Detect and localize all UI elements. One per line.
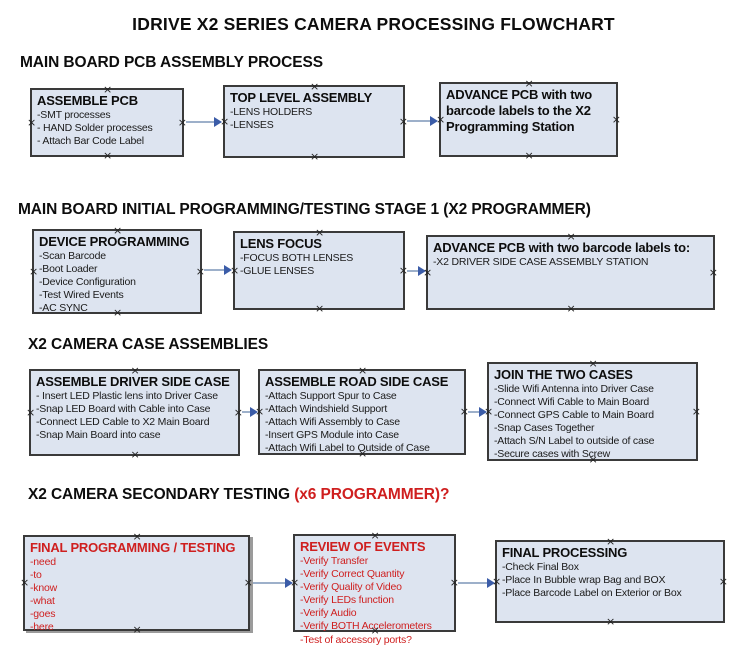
box-assemble-driver-side-case: × × × × ASSEMBLE DRIVER SIDE CASE - Inse…	[26, 365, 243, 460]
flow-arrow	[407, 116, 438, 126]
connector-handle-icon: ×	[20, 576, 30, 589]
connector-handle-icon: ×	[606, 615, 616, 628]
connector-handle-icon: ×	[310, 150, 320, 163]
box-advance-pcb-driver-side: × × × × ADVANCE PCB with two barcode lab…	[423, 231, 718, 314]
connector-handle-icon: ×	[103, 149, 113, 162]
connector-handle-icon: ×	[27, 115, 37, 129]
box-item: -Scan Barcode	[39, 249, 106, 262]
connector-handle-icon: ×	[315, 302, 325, 315]
box-item: - Insert LED Plastic lens into Driver Ca…	[36, 389, 218, 402]
box-item: -Insert GPS Module into Case	[265, 429, 399, 442]
box-title: ADVANCE PCB with two barcode labels to:	[433, 240, 691, 255]
box-title: ASSEMBLE PCB	[37, 93, 138, 108]
section-heading-secondary-testing: X2 CAMERA SECONDARY TESTING (x6 PROGRAMM…	[28, 486, 449, 504]
box-item: -Snap Main Board into case	[36, 429, 161, 442]
flow-arrow	[204, 265, 232, 275]
box-item: -Test Wired Events	[39, 289, 124, 302]
box-item: -Verify BOTH Accelerometers	[300, 620, 432, 633]
section-heading-pcb-assembly: MAIN BOARD PCB ASSEMBLY PROCESS	[20, 54, 323, 71]
flow-arrow	[468, 407, 487, 417]
connector-handle-icon: ×	[691, 404, 701, 418]
box-item: -LENS HOLDERS	[230, 105, 313, 118]
box-title: DEVICE PROGRAMMING	[39, 234, 190, 249]
box-item: -Attach Windshield Support	[265, 402, 388, 415]
box-item: -Connect GPS Cable to Main Board	[494, 409, 654, 422]
box-item: -Check Final Box	[502, 560, 579, 573]
section-heading-initial-programming: MAIN BOARD INITIAL PROGRAMMING/TESTING S…	[18, 201, 591, 218]
box-item: -GLUE LENSES	[240, 264, 315, 277]
box-final-programming-testing: × × × × FINAL PROGRAMMING / TESTING -nee…	[20, 531, 253, 635]
box-item: -Device Configuration	[39, 276, 136, 289]
box-join-the-two-cases: × × × × JOIN THE TWO CASES -Slide Wifi A…	[484, 358, 701, 465]
section-heading-red-suffix: (x6 PROGRAMMER)?	[294, 486, 450, 503]
flow-arrow	[407, 266, 426, 276]
box-item: -Verify Transfer	[300, 554, 368, 567]
box-item: -Test of accessory ports?	[300, 633, 412, 646]
connector-handle-icon: ×	[718, 574, 728, 588]
connector-handle-icon: ×	[243, 576, 253, 589]
connector-handle-icon: ×	[524, 149, 534, 162]
box-item: -Connect LED Cable to X2 Main Board	[36, 416, 210, 429]
box-item: -need	[30, 555, 56, 568]
box-title: REVIEW OF EVENTS	[300, 539, 426, 554]
box-item: - HAND Solder processes	[37, 121, 153, 134]
section-heading-case-assemblies: X2 CAMERA CASE ASSEMBLIES	[28, 336, 269, 353]
box-item: -what	[30, 595, 55, 608]
flow-arrow	[242, 407, 258, 417]
box-item: -here	[30, 621, 54, 634]
box-assemble-road-side-case: × × × × ASSEMBLE ROAD SIDE CASE -Attach …	[255, 365, 469, 459]
box-item: -Attach Wifi Assembly to Case	[265, 416, 400, 429]
flowchart-title: IDRIVE X2 SERIES CAMERA PROCESSING FLOWC…	[132, 14, 615, 34]
box-review-of-events: × × × × REVIEW OF EVENTS -Verify Transfe…	[290, 530, 459, 646]
box-item: -Place In Bubble wrap Bag and BOX	[502, 573, 666, 586]
box-item: - Attach Bar Code Label	[37, 135, 144, 148]
box-device-programming: × × × × DEVICE PROGRAMMING -Scan Barcode…	[29, 225, 205, 318]
box-item: -Attach S/N Label to outside of case	[494, 435, 655, 448]
box-item: -Attach Wifi Label to Outside of Case	[265, 442, 430, 455]
box-item: -SMT processes	[37, 108, 111, 121]
box-item: -FOCUS BOTH LENSES	[240, 251, 354, 264]
box-title: TOP LEVEL ASSEMBLY	[230, 90, 373, 105]
box-item: -Verify Audio	[300, 607, 357, 620]
box-item: -Attach Support Spur to Case	[265, 389, 397, 402]
box-item: -Connect Wifi Cable to Main Board	[494, 395, 650, 408]
box-item: -Slide Wifi Antenna into Driver Case	[494, 382, 654, 395]
box-item: -Snap Cases Together	[494, 422, 595, 435]
connector-handle-icon: ×	[708, 265, 718, 279]
flow-arrow	[186, 117, 222, 127]
section-heading-text: X2 CAMERA SECONDARY TESTING	[28, 486, 295, 503]
box-title: FINAL PROCESSING	[502, 545, 628, 560]
box-top-level-assembly: × × × × TOP LEVEL ASSEMBLY -LENS HOLDERS…	[220, 81, 408, 162]
box-item: -AC SYNC	[39, 302, 88, 315]
box-advance-pcb-programming-station: × × × × ADVANCE PCB with two barcode lab…	[436, 78, 621, 161]
box-title: JOIN THE TWO CASES	[494, 367, 633, 382]
box-item: -Verify Correct Quantity	[300, 567, 405, 580]
box-item: -goes	[30, 608, 56, 621]
connector-handle-icon: ×	[26, 405, 36, 419]
box-item: -Verify Quality of Video	[300, 581, 402, 594]
flow-arrow	[458, 578, 495, 588]
connector-handle-icon: ×	[29, 264, 39, 278]
box-title: ADVANCE PCB with two barcode labels to t…	[446, 87, 592, 134]
box-title: ASSEMBLE ROAD SIDE CASE	[265, 374, 449, 389]
box-item: -Verify LEDs function	[300, 594, 394, 607]
box-title: LENS FOCUS	[240, 236, 322, 251]
box-title: FINAL PROGRAMMING / TESTING	[30, 540, 236, 555]
connector-handle-icon: ×	[130, 448, 140, 461]
box-item: -X2 DRIVER SIDE CASE ASSEMBLY STATION	[433, 255, 649, 268]
box-item: -Snap LED Board with Cable into Case	[36, 402, 211, 415]
box-final-processing: × × × × FINAL PROCESSING -Check Final Bo…	[492, 536, 728, 627]
flow-arrow	[253, 578, 293, 588]
connector-handle-icon: ×	[611, 112, 621, 126]
box-item: -know	[30, 582, 58, 595]
box-item: -Secure cases with Screw	[494, 448, 610, 461]
box-item: -Boot Loader	[39, 262, 98, 275]
box-item: -to	[30, 568, 42, 581]
box-lens-focus: × × × × LENS FOCUS -FOCUS BOTH LENSES -G…	[230, 227, 408, 314]
box-title: ASSEMBLE DRIVER SIDE CASE	[36, 374, 230, 389]
box-item: -Place Barcode Label on Exterior or Box	[502, 587, 682, 600]
box-assemble-pcb: × × × × ASSEMBLE PCB -SMT processes - HA…	[27, 84, 187, 161]
box-item: -LENSES	[230, 118, 274, 131]
connector-handle-icon: ×	[566, 302, 576, 315]
